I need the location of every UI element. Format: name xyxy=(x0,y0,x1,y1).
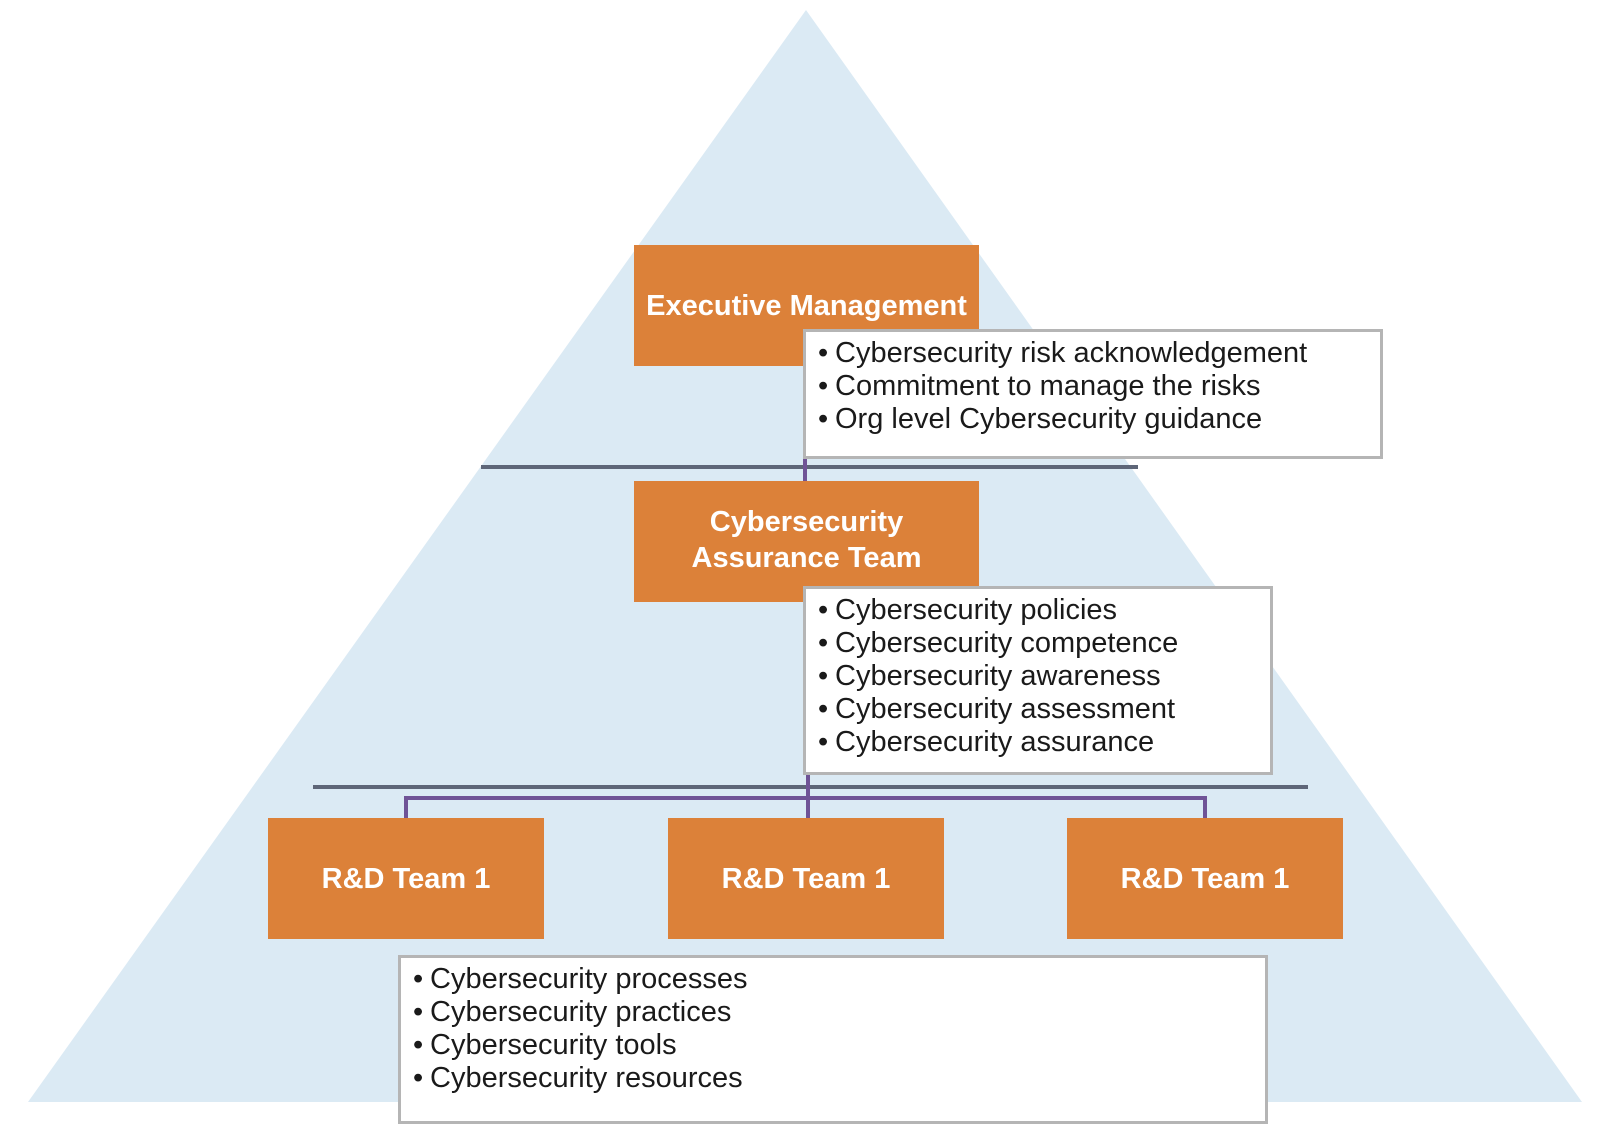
connector-team-branches xyxy=(404,796,1207,820)
assurance-responsibilities-box: •Cybersecurity policies •Cybersecurity c… xyxy=(803,586,1273,775)
rd-responsibilities-box: •Cybersecurity processes •Cybersecurity … xyxy=(398,955,1268,1124)
list-item: •Cybersecurity awareness xyxy=(818,660,1161,692)
rd-team-box-3: R&D Team 1 xyxy=(1067,818,1343,939)
list-item: •Org level Cybersecurity guidance xyxy=(818,403,1263,435)
list-item: •Cybersecurity processes xyxy=(413,963,748,995)
list-item: •Cybersecurity competence xyxy=(818,627,1179,659)
executive-management-label: Executive Management xyxy=(646,289,967,322)
rd-team-label: R&D Team 1 xyxy=(321,862,491,895)
list-item: •Cybersecurity practices xyxy=(413,996,732,1028)
list-item: •Cybersecurity policies xyxy=(818,594,1118,626)
rd-team-box-2: R&D Team 1 xyxy=(668,818,944,939)
list-item: •Cybersecurity assessment xyxy=(818,693,1176,725)
assurance-team-box: Cybersecurity Assurance Team xyxy=(634,481,979,602)
assurance-team-label-line2: Assurance Team xyxy=(691,541,922,574)
list-item: •Cybersecurity tools xyxy=(413,1029,677,1061)
assurance-team-label-line1: Cybersecurity xyxy=(709,505,904,538)
list-item: •Commitment to manage the risks xyxy=(818,370,1261,402)
rd-team-label: R&D Team 1 xyxy=(721,862,891,895)
executive-responsibilities-box: •Cybersecurity risk acknowledgement •Com… xyxy=(803,329,1383,459)
list-item: •Cybersecurity resources xyxy=(413,1062,743,1094)
list-item: •Cybersecurity assurance xyxy=(818,726,1155,758)
rd-team-box-1: R&D Team 1 xyxy=(268,818,544,939)
rd-team-label: R&D Team 1 xyxy=(1120,862,1290,895)
list-item: •Cybersecurity risk acknowledgement xyxy=(818,337,1308,369)
